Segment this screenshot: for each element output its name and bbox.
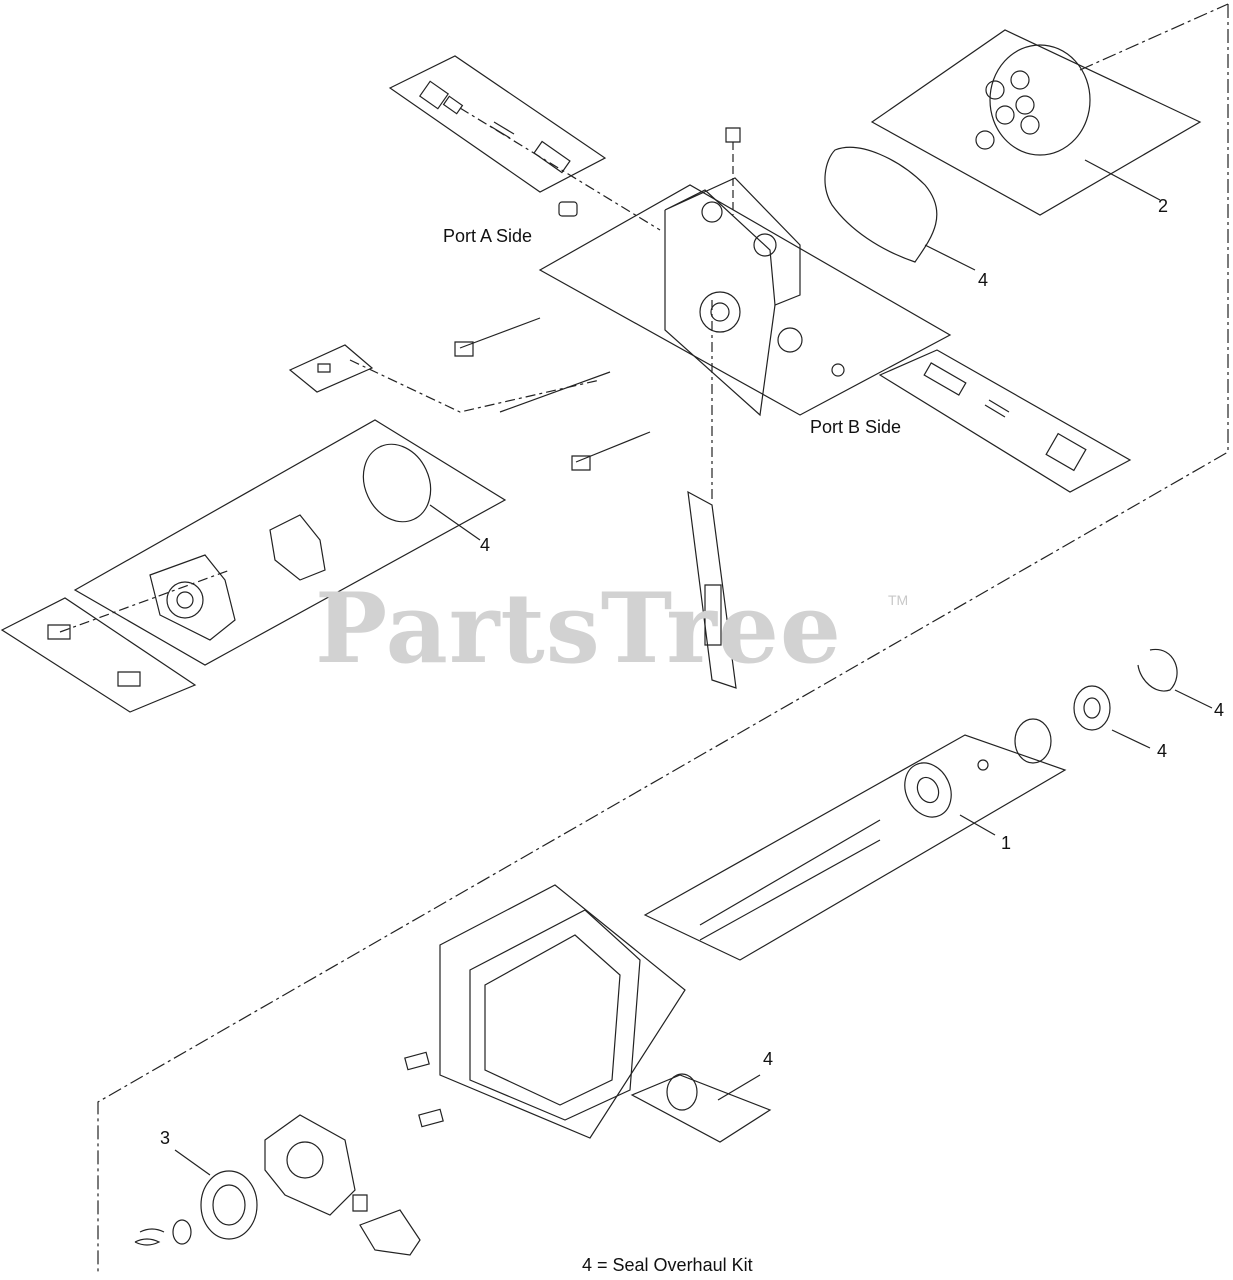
o-ring-upper — [825, 147, 975, 270]
trunnion-plate — [265, 1115, 355, 1215]
shaft-seal-right — [1074, 686, 1150, 748]
callout-shaft-kit: 1 — [1001, 833, 1012, 853]
housing-kit — [405, 885, 685, 1138]
callout-o-ring-left: 4 — [480, 535, 491, 555]
relief-valve-kit-b — [880, 350, 1130, 492]
screen-kit — [290, 345, 600, 412]
port-a-label: Port A Side — [443, 226, 533, 246]
assembly-centerline — [98, 4, 1228, 1272]
callout-shaft-seal: 4 — [1157, 741, 1168, 761]
relief-valve-kit-a — [390, 56, 660, 230]
watermark-trademark: TM — [888, 592, 909, 608]
bolt-kit-left — [2, 598, 195, 712]
callout-seal-kit-lower: 4 — [763, 1049, 774, 1069]
callout-trunnion-seal: 3 — [160, 1128, 171, 1148]
seal-kit-lower — [632, 1074, 770, 1142]
cylinder-block-kit — [872, 30, 1200, 215]
callout-o-ring-upper: 4 — [978, 270, 989, 290]
retaining-ring-right — [1138, 649, 1212, 708]
end-cap-kit — [60, 420, 505, 665]
seal-washer — [1015, 719, 1051, 763]
shaft-kit — [645, 735, 1065, 960]
callout-cylinder-block: 2 — [1158, 196, 1169, 216]
callout-retaining-ring: 4 — [1214, 700, 1225, 720]
charge-valve-kit — [688, 492, 736, 688]
watermark: PartsTree — [315, 572, 842, 685]
port-b-label: Port B Side — [810, 417, 902, 437]
trunnion-seal — [175, 1150, 257, 1239]
control-arm — [353, 1195, 420, 1255]
legend-text: 4 = Seal Overhaul Kit — [582, 1255, 753, 1275]
spring-pin — [135, 1220, 191, 1245]
center-block-kit — [455, 128, 950, 500]
